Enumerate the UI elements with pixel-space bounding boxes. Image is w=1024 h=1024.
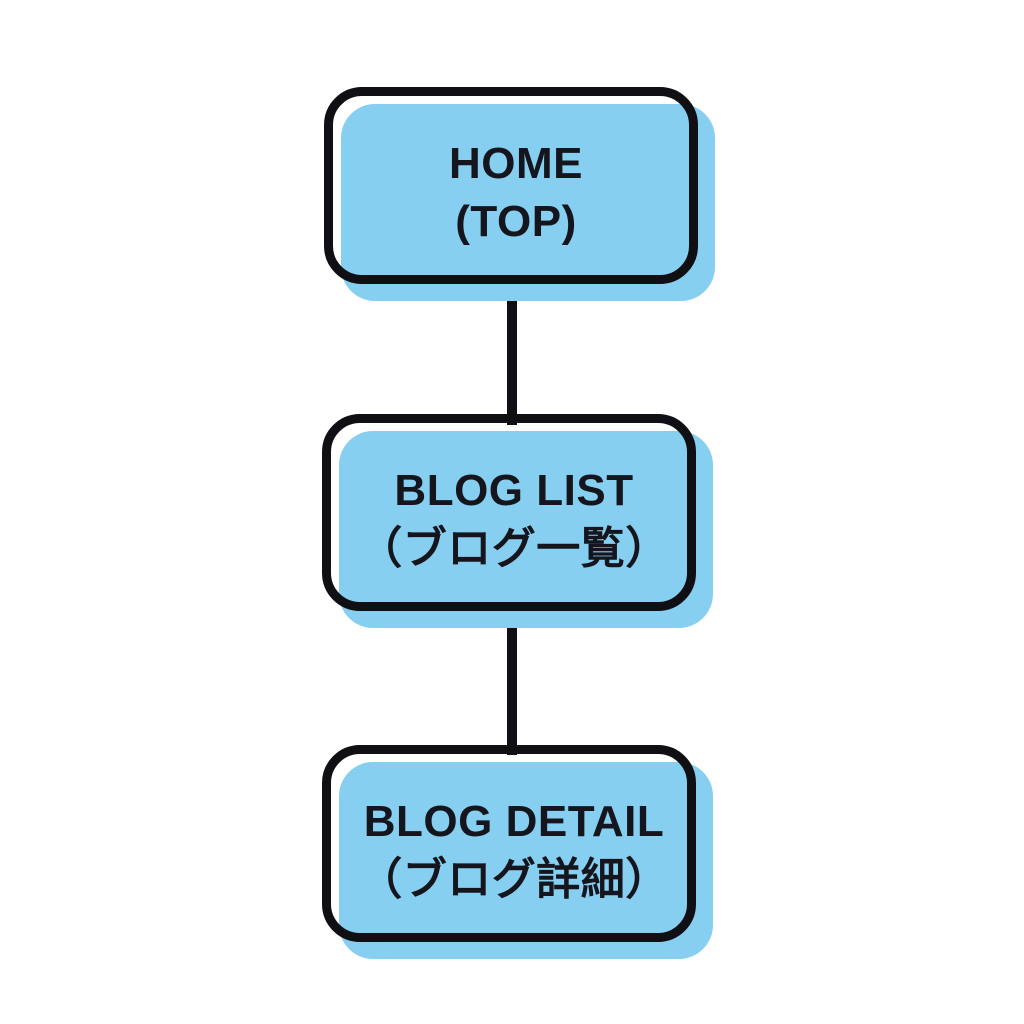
- node-title: BLOG DETAIL: [363, 797, 665, 847]
- node-home-outline: [324, 87, 698, 284]
- node-blog-detail-label: BLOG DETAIL （ブログ詳細）: [322, 745, 696, 942]
- node-title: BLOG LIST: [394, 466, 634, 516]
- node-home: HOME (TOP): [324, 87, 715, 301]
- node-subtitle: (TOP): [455, 196, 577, 246]
- node-blog-list-label: BLOG LIST （ブログ一覧）: [322, 414, 696, 611]
- node-title: HOME: [449, 139, 583, 189]
- node-blog-detail-fill-shadow: [339, 762, 713, 959]
- edge-home-to-blog-list: [507, 275, 517, 425]
- node-home-fill-shadow: [341, 104, 715, 301]
- node-blog-detail: BLOG DETAIL （ブログ詳細）: [322, 745, 713, 959]
- node-subtitle: （ブログ一覧）: [358, 523, 670, 573]
- node-blog-list-fill-shadow: [339, 431, 713, 628]
- node-blog-detail-outline: [322, 745, 696, 942]
- edge-blog-list-to-blog-detail: [507, 600, 517, 755]
- node-blog-list: BLOG LIST （ブログ一覧）: [322, 414, 713, 628]
- node-blog-list-outline: [322, 414, 696, 611]
- node-subtitle: （ブログ詳細）: [358, 854, 670, 904]
- node-home-label: HOME (TOP): [324, 87, 698, 284]
